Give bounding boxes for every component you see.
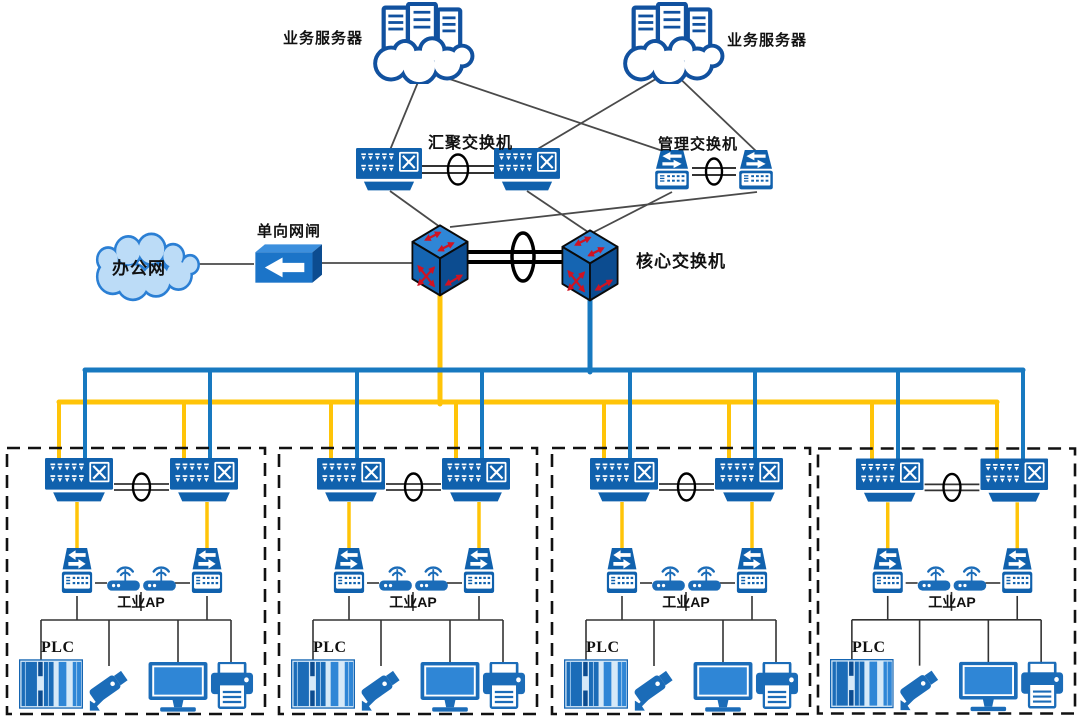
backbone-mesh-links [198,69,758,265]
aggregation-switch-label: 汇聚交换机 [428,135,514,152]
zone-equipment-icons [818,449,1075,714]
industrial-ap-label: 工业AP [117,594,165,610]
industrial-ap-label: 工业AP [662,594,710,610]
industrial-ap-label: 工业AP [389,594,437,610]
plc-label: PLC [313,639,347,656]
plc-label: PLC [41,639,75,656]
aggregation-switch-right-icon [494,148,560,190]
management-switch-label: 管理交换机 [658,136,739,153]
business-server-left-label: 业务服务器 [283,30,364,47]
core-switch-left-icon [412,225,467,295]
business-server-right-label: 业务服务器 [727,32,808,49]
one-way-gateway-label: 单向网闸 [257,223,322,240]
production-zone-2: 工业AP PLC [277,446,539,716]
core-stack-link [465,231,566,283]
business-server-cloud-left-icon [375,4,472,84]
plc-label: PLC [586,639,620,656]
office-network-label: 办公网 [112,259,166,278]
blue-primary-links [82,297,1026,463]
production-zone-3: 工业AP PLC [550,446,812,716]
zone-equipment-icons [552,448,810,714]
plc-label: PLC [852,639,886,656]
business-server-cloud-right-icon [625,4,722,84]
one-way-gateway-icon [255,244,322,283]
production-zone-4: 工业AP PLC [816,446,1078,716]
management-switch-left-icon [655,150,689,190]
zone-equipment-icons [7,448,265,714]
aggregation-stack-link [422,153,494,186]
management-switch-right-icon [739,150,773,190]
production-zone-1: 工业AP PLC [5,446,267,716]
zone-equipment-icons [279,448,537,714]
yellow-redundant-links [56,291,1000,463]
core-switch-label: 核心交换机 [636,252,726,271]
management-stack-link [692,157,736,186]
aggregation-switch-left-icon [356,148,422,190]
core-switch-right-icon [562,230,617,300]
industrial-ap-label: 工业AP [928,594,976,610]
